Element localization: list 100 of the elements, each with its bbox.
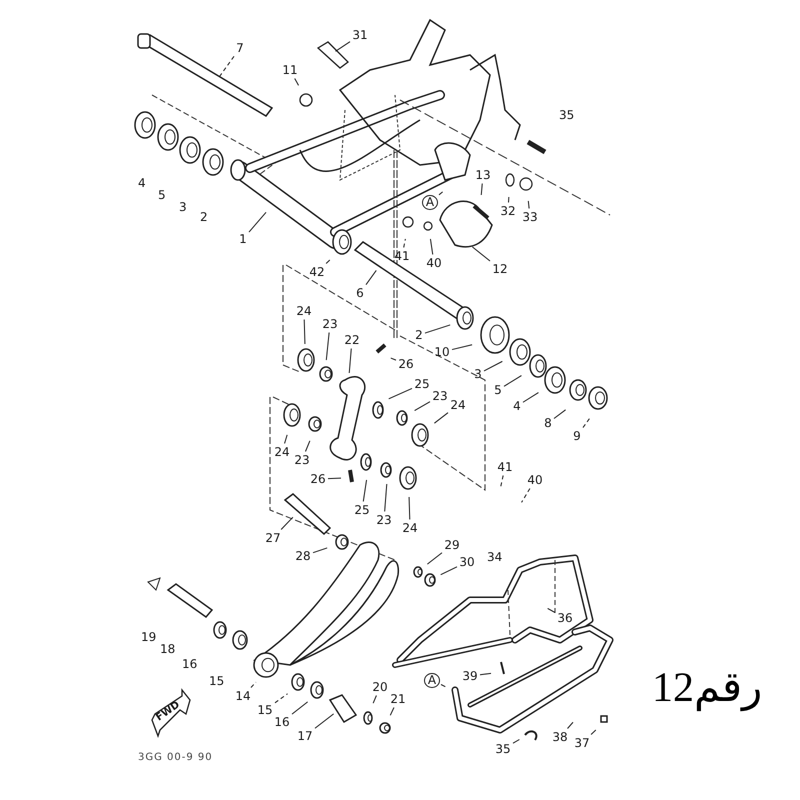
callout-number: A: [422, 194, 438, 210]
callout-number: 34: [487, 550, 502, 565]
callout-number: 27: [264, 530, 282, 546]
callout-number: 11: [281, 62, 299, 78]
leader-line: [335, 41, 350, 52]
callout-number: 18: [160, 642, 176, 657]
leader-line: [480, 672, 492, 676]
leader-line: [390, 707, 394, 716]
callout-number: 2: [414, 328, 424, 342]
leader-line: [512, 739, 520, 744]
callout-number: 32: [499, 204, 517, 218]
callout-number: 2: [200, 210, 208, 225]
leader-line: [414, 401, 430, 411]
callout-number: 35: [494, 742, 512, 756]
callout-number: 24: [401, 520, 419, 536]
callout-number: 39: [461, 668, 479, 684]
callout-number: 23: [293, 452, 311, 468]
callout-number: 33: [521, 210, 539, 224]
leader-line: [480, 183, 483, 196]
leader-line: [403, 238, 406, 248]
callout-number: 9: [572, 428, 582, 444]
leader-line: [590, 730, 596, 735]
callout-number: 40: [425, 256, 443, 270]
callout-number: 15: [209, 674, 224, 689]
leader-line: [304, 319, 306, 344]
leader-line: [430, 238, 434, 255]
callout-number: 5: [158, 188, 166, 203]
leader-line: [408, 496, 410, 520]
callout-number: 24: [295, 304, 313, 318]
leader-line: [500, 475, 504, 488]
callout-number: 23: [321, 316, 339, 332]
callout-number: 7: [235, 40, 245, 56]
callout-number: 29: [443, 538, 461, 552]
leader-line: [384, 484, 388, 512]
callout-number: 4: [512, 398, 522, 414]
leader-line: [274, 693, 288, 704]
callout-number: 35: [559, 108, 574, 123]
leader-line: [312, 547, 328, 554]
leader-line: [328, 478, 342, 480]
leader-line: [372, 695, 377, 704]
leader-line: [304, 440, 310, 452]
leader-line: [504, 375, 522, 387]
leader-line: [440, 684, 446, 688]
leader-line: [248, 212, 267, 233]
callout-number: 16: [182, 657, 198, 672]
leader-line: [250, 682, 256, 688]
leader-line: [294, 78, 300, 86]
callout-number: 24: [273, 444, 291, 460]
leader-line: [424, 324, 451, 334]
callout-number: 36: [556, 610, 574, 626]
leader-line: [326, 260, 330, 264]
callout-number: 41: [393, 248, 411, 264]
callout-number: A: [424, 672, 440, 688]
leader-line: [521, 488, 530, 503]
callout-number: 8: [543, 416, 553, 430]
callout-number: 16: [273, 714, 291, 730]
callout-number: 23: [431, 388, 449, 404]
leader-line: [528, 200, 530, 209]
leader-line: [547, 608, 556, 613]
callout-number: 37: [573, 736, 591, 750]
drawing-number: 3GG 00-9 90: [138, 751, 213, 765]
callout-number: 15: [256, 702, 274, 718]
leader-line: [314, 713, 334, 729]
leader-line: [366, 270, 377, 286]
callout-number: 40: [526, 472, 544, 488]
leader-line: [426, 552, 442, 565]
callout-number: 24: [449, 398, 467, 412]
leader-line: [434, 412, 448, 424]
callout-number: 23: [375, 512, 393, 528]
callout-number: 12: [491, 262, 509, 276]
leader-line: [522, 392, 539, 403]
callout-number: 41: [496, 460, 514, 474]
callout-number: 25: [353, 502, 371, 518]
callout-number: 17: [296, 728, 314, 744]
leader-line: [218, 56, 234, 78]
leader-line: [362, 479, 368, 502]
leader-line: [388, 388, 412, 400]
leader-line: [438, 191, 444, 196]
leader-line: [284, 434, 288, 444]
leader-line: [348, 348, 352, 374]
leader-line: [440, 566, 458, 576]
leader-line: [567, 722, 574, 729]
callout-number: 13: [474, 168, 492, 182]
leader-line: [472, 246, 490, 262]
leader-line: [554, 409, 566, 419]
callout-number: 22: [343, 332, 361, 348]
callout-number: 3: [179, 200, 187, 215]
callout-number: 10: [433, 344, 451, 360]
callout-number: 19: [141, 630, 156, 645]
callout-number: 26: [309, 472, 327, 486]
leader-line: [508, 196, 510, 203]
callout-number: 42: [308, 264, 326, 280]
leader-line: [452, 344, 473, 350]
leader-line: [292, 701, 308, 715]
callout-number: 26: [397, 356, 415, 372]
callout-number: 25: [413, 376, 431, 392]
callout-number: 20: [371, 680, 389, 694]
leader-line: [280, 516, 294, 530]
callout-number: 30: [458, 554, 476, 570]
leader-line: [484, 360, 503, 372]
